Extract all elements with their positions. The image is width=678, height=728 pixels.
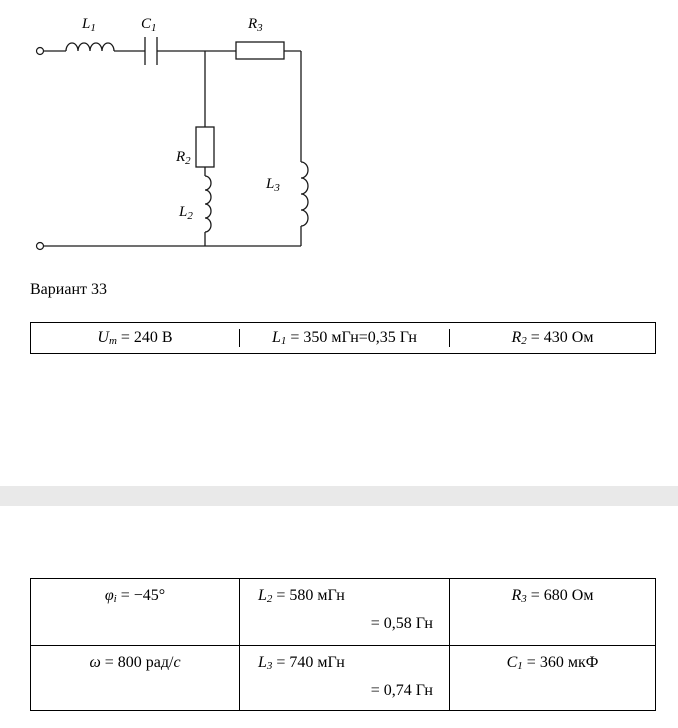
value-text: = −45° [116,587,166,604]
value-line-1: L3 = 740 мГн [258,654,433,672]
var-symbol: R [511,329,522,346]
label-L3: L3 [265,176,280,194]
var-subscript: 2 [521,335,527,347]
page-break-band [0,486,678,506]
var-symbol: ω [89,654,101,671]
var-subscript: 2 [266,593,273,605]
var-symbol: L [258,654,267,671]
value-line-2: = 0,74 Гн [370,682,433,699]
unit-italic: c [173,654,181,671]
resistor-R2-symbol [195,126,215,168]
cell-um: Um = 240 В [31,329,239,347]
inductor-L1-symbol [65,42,115,52]
label-L1: L1 [81,16,96,34]
terminal-top-icon [35,46,45,56]
cell-phi: φi = −45° [31,579,239,645]
var-symbol: L [272,329,281,346]
value-text: = 680 Ом [526,587,594,604]
var-subscript: 1 [280,335,287,347]
wires [43,50,302,247]
value-text: = 800 рад/ [100,654,174,671]
value-text: = 580 мГн [272,587,345,604]
label-R2: R2 [175,149,191,167]
var-subscript: 3 [521,593,527,605]
value-text: = 430 Ом [526,329,594,346]
value-text: = 240 В [116,329,173,346]
label-R3: R3 [247,16,263,34]
var-symbol: R [511,587,522,604]
circuit-diagram: L1 C1 R3 R2 L2 L3 [35,16,309,251]
var-symbol: U [97,329,109,346]
cell-r2: R2 = 430 Ом [449,329,655,347]
parameters-table-2: φi = −45° L2 = 580 мГн = 0,58 Гн R3 = 68… [30,578,656,711]
table-row: ω = 800 рад/c L3 = 740 мГн = 0,74 Гн C1 … [31,645,655,710]
table-row: Um = 240 В L1 = 350 мГн=0,35 Гн R2 = 430… [31,323,655,353]
var-symbol: φ [104,587,114,604]
cell-omega: ω = 800 рад/c [31,646,239,710]
label-C1: C1 [141,16,157,34]
parameters-table-1: Um = 240 В L1 = 350 мГн=0,35 Гн R2 = 430… [30,322,656,354]
inductor-L3-symbol [300,161,309,227]
var-subscript: 3 [266,660,273,672]
var-subscript: i [113,593,117,605]
value-text: = 740 мГн [272,654,345,671]
cell-l2: L2 = 580 мГн = 0,58 Гн [239,579,449,645]
value-line-2: = 0,58 Гн [370,615,433,632]
label-L2: L2 [178,204,193,222]
cell-c1: C1 = 360 мкФ [449,646,655,710]
table-row: φi = −45° L2 = 580 мГн = 0,58 Гн R3 = 68… [31,579,655,645]
var-subscript: m [108,335,117,347]
capacitor-C1-symbol [144,37,158,65]
inductor-L2-symbol [204,175,212,233]
value-text: = 360 мкФ [522,654,599,671]
variant-title: Вариант 33 [30,281,107,298]
value-line-1: L2 = 580 мГн [258,587,433,605]
var-symbol: C [506,654,518,671]
var-subscript: 1 [517,660,523,672]
value-text: = 350 мГн=0,35 Гн [286,329,417,346]
terminal-bottom-icon [35,241,45,251]
resistor-R3-symbol [235,41,285,60]
cell-r3: R3 = 680 Ом [449,579,655,645]
var-symbol: L [258,587,267,604]
cell-l1: L1 = 350 мГн=0,35 Гн [239,329,449,347]
cell-l3: L3 = 740 мГн = 0,74 Гн [239,646,449,710]
